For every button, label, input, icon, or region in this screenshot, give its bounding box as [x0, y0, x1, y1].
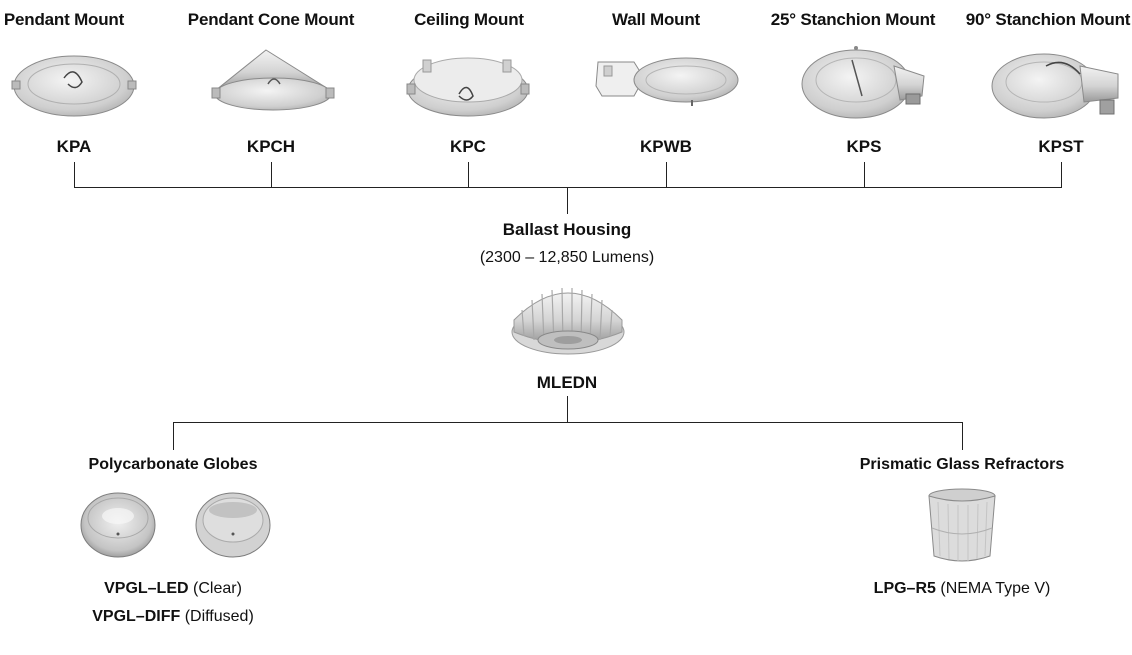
connector-kpch [271, 162, 272, 188]
pendant-cone-mount-fixture-icon [211, 49, 335, 111]
mount-code-kpa: KPA [56, 137, 92, 156]
mount-code-kps: KPS [846, 137, 882, 156]
stanchion-25-mount-fixture-icon [801, 46, 925, 119]
mount-code-kpst: KPST [1038, 137, 1084, 156]
mount-code-kpc: KPC [450, 137, 486, 156]
mount-title-pendant: Pendant Mount [3, 10, 125, 29]
housing-title: Ballast Housing [502, 220, 632, 239]
connector-to-housing [567, 187, 568, 214]
mount-code-kpwb: KPWB [640, 137, 692, 156]
connector-globes [173, 422, 174, 450]
pendant-mount-fixture-icon [11, 55, 137, 117]
connector-kpwb [666, 162, 667, 188]
globes-title: Polycarbonate Globes [88, 456, 258, 473]
led-ballast-housing-icon [511, 287, 625, 355]
globe-diffused-code: VPGL–DIFF [92, 608, 181, 625]
globe-clear-code: VPGL–LED [104, 580, 189, 597]
mount-title-ceiling: Ceiling Mount [414, 10, 524, 29]
mount-title-pendant-cone: Pendant Cone Mount [187, 10, 355, 29]
connector-kpc [468, 162, 469, 188]
refractor-label: LPG–R5 (NEMA Type V) [874, 580, 1051, 598]
connector-kpst [1061, 162, 1062, 188]
diffused-globe-icon [195, 492, 271, 558]
refractor-code: LPG–R5 [873, 580, 936, 597]
globe-diffused-label: VPGL–DIFF (Diffused) [92, 608, 254, 626]
connector-refractors [962, 422, 963, 450]
housing-code: MLEDN [536, 373, 598, 392]
connector-from-housing [567, 396, 568, 423]
refractors-title: Prismatic Glass Refractors [859, 456, 1065, 473]
ceiling-mount-fixture-icon [406, 57, 530, 117]
housing-subtitle: (2300 – 12,850 Lumens) [479, 249, 655, 266]
globe-clear-note: (Clear) [193, 580, 242, 597]
globe-diffused-note: (Diffused) [184, 608, 254, 625]
connector-kps [864, 162, 865, 188]
stanchion-90-mount-fixture-icon [991, 53, 1119, 119]
connector-kpa [74, 162, 75, 188]
mount-title-stanchion-25: 25° Stanchion Mount [770, 10, 936, 29]
prismatic-glass-refractor-icon [928, 488, 996, 562]
mount-title-wall: Wall Mount [611, 10, 701, 29]
clear-globe-icon [80, 492, 156, 558]
wall-mount-fixture-icon [595, 57, 739, 106]
refractor-note: (NEMA Type V) [940, 580, 1051, 597]
mount-code-kpch: KPCH [246, 137, 296, 156]
connector-top-bus [74, 187, 1062, 188]
connector-bottom-bus [173, 422, 963, 423]
globe-clear-label: VPGL–LED (Clear) [104, 580, 242, 598]
mount-title-stanchion-90: 90° Stanchion Mount [965, 10, 1131, 29]
